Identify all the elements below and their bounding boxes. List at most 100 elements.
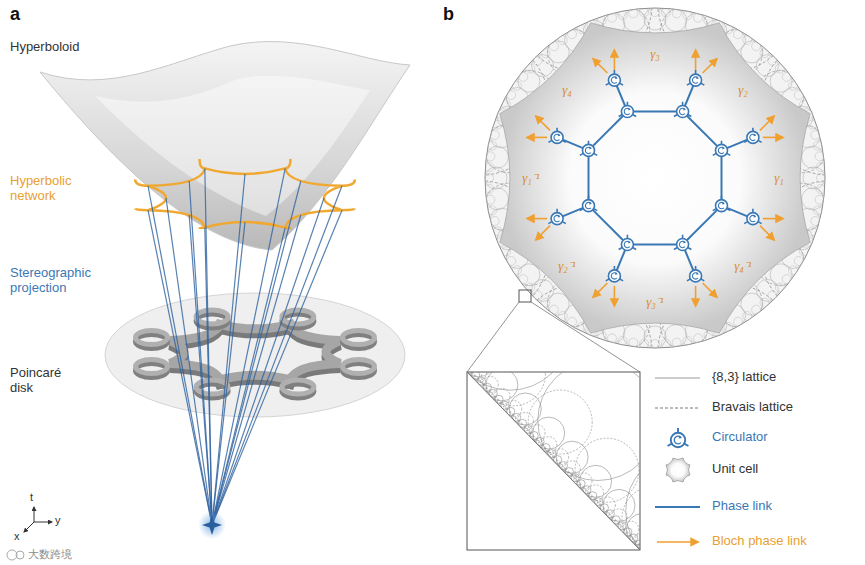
projection-line <box>212 181 301 525</box>
lattice-cell <box>485 184 494 193</box>
generator-label: γ₁⁻¹ <box>522 171 540 186</box>
network-branch <box>200 159 205 169</box>
lattice-cell <box>541 298 550 307</box>
bloch-phase-link <box>760 116 774 130</box>
circulator-symbol <box>606 70 623 86</box>
circulator-symbol <box>619 102 636 118</box>
bloch-phase-link <box>703 59 717 73</box>
hyperboloid-highlight <box>95 76 370 216</box>
unit-cell-layer <box>500 23 810 333</box>
axis-arrow <box>34 507 35 522</box>
lattice-cell <box>493 227 502 236</box>
circulator-symbol <box>687 70 704 86</box>
lattice-cell <box>502 247 511 256</box>
part-label: Stereographic projection <box>10 266 110 296</box>
lattice-cell <box>577 322 586 331</box>
projection-line <box>148 186 212 525</box>
lattice-cell <box>756 55 778 77</box>
phase-link <box>683 112 722 151</box>
lattice-cell <box>526 64 535 73</box>
projection-line <box>148 210 212 525</box>
lattice-cell <box>618 11 627 20</box>
generator-label: γ₁ <box>774 171 784 186</box>
zoom-inset <box>467 372 640 550</box>
lattice-cell <box>608 334 617 343</box>
watermark-logo <box>16 551 24 559</box>
lattice-cell <box>768 56 777 65</box>
lattice-cell <box>813 206 822 215</box>
lattice-cell <box>799 247 808 256</box>
legend-sample-bloch-link <box>657 541 698 543</box>
phase-link <box>627 244 682 246</box>
lattice-cell <box>803 167 825 189</box>
lattice-cell <box>724 25 733 34</box>
lattice-cell <box>741 293 763 315</box>
bloch-phase-link <box>760 226 774 240</box>
phase-link <box>627 111 682 113</box>
lattice-cell <box>694 13 703 22</box>
circulator-symbol <box>580 140 597 156</box>
lattice-cell <box>672 338 681 347</box>
lattice-cell <box>794 91 803 100</box>
projection-line <box>212 186 342 525</box>
lattice-cell <box>694 334 703 343</box>
inset-lattice-cell <box>641 548 645 552</box>
lattice-cell <box>488 206 497 215</box>
generator-label: γ₄⁻¹ <box>734 259 752 274</box>
projection-line <box>212 215 301 525</box>
lattice-cell <box>644 8 666 30</box>
lattice-cell <box>518 70 540 92</box>
projection-point-glow <box>198 511 226 539</box>
network-branch <box>285 159 290 169</box>
lattice-cell <box>486 195 495 204</box>
projection-line <box>212 222 245 525</box>
network-branch <box>135 180 148 186</box>
legend-text: Circulator <box>712 430 768 445</box>
lattice-cell <box>597 331 606 340</box>
circulator-symbol <box>687 266 704 282</box>
legend-text: Bloch phase link <box>712 534 807 549</box>
gear-lobe <box>343 360 375 374</box>
lattice-cell <box>485 174 494 183</box>
lattice-cell <box>808 227 817 236</box>
inset-lattice <box>450 270 746 565</box>
lattice-cell <box>629 338 638 347</box>
lattice-cell <box>533 291 542 300</box>
generator-label: γ₃ <box>650 47 660 62</box>
lattice-cell <box>661 8 670 17</box>
lattice-cell <box>789 266 798 275</box>
projection-point <box>202 515 222 535</box>
projection-line <box>212 210 342 525</box>
lattice-cell <box>485 167 507 189</box>
gear-lobe <box>282 380 314 394</box>
lattice-cell <box>651 8 660 17</box>
lattice-cell <box>558 312 567 321</box>
lattice-cell <box>547 293 569 315</box>
generator-label: γ₂ <box>738 83 748 98</box>
circulator-symbol <box>674 235 691 251</box>
gear-lobe <box>343 331 375 345</box>
lattice-cell <box>683 11 692 20</box>
lattice-cell <box>734 317 743 326</box>
lattice-cell <box>640 339 649 348</box>
bloch-phase-link <box>695 50 697 70</box>
network-branch <box>135 209 148 211</box>
lattice-cell <box>752 42 761 51</box>
gear-lobe <box>136 360 168 374</box>
lattice-cell <box>568 317 577 326</box>
legend-text: Unit cell <box>712 462 758 477</box>
unit-cell <box>500 23 810 333</box>
legend-text: Phase link <box>712 499 772 514</box>
lattice-cell <box>568 30 577 39</box>
bloch-phase-link <box>763 218 783 220</box>
lattice-cell <box>704 331 713 340</box>
lattice-cell <box>532 55 554 77</box>
phase-link <box>589 206 628 245</box>
hyperboloid-surface <box>40 42 410 250</box>
lattice-cell <box>488 141 497 150</box>
lattice-cell <box>815 195 824 204</box>
generator-label: γ₃⁻¹ <box>646 295 664 310</box>
lattice-cell <box>808 120 817 129</box>
projection-line <box>166 198 212 525</box>
